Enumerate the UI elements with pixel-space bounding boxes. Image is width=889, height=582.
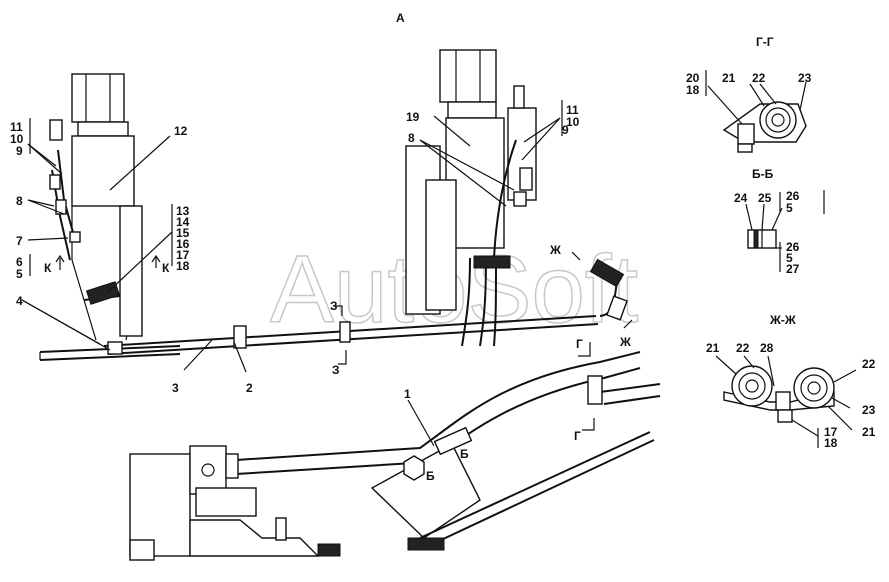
- callout-21-zhzh-right: 21: [862, 425, 876, 439]
- callout-18-gg: 18: [686, 83, 700, 97]
- callout-11-right: 11: [566, 103, 579, 117]
- callout-22-gg: 22: [752, 71, 766, 85]
- callout-26-bottom: 26: [786, 240, 800, 254]
- callout-24: 24: [734, 191, 748, 205]
- callout-18-left: 18: [176, 259, 190, 273]
- callout-26-top: 26: [786, 189, 800, 203]
- callout-17-left: 17: [176, 248, 190, 262]
- callout-3: 3: [172, 381, 179, 395]
- callout-5-bottom: 5: [786, 251, 793, 265]
- callout-23-gg: 23: [798, 71, 812, 85]
- right-cylinder-assembly: [405, 49, 537, 347]
- callout-22-zhzh-left: 22: [736, 341, 750, 355]
- base-and-rods: [39, 258, 628, 361]
- cut-mark-k-left: К: [44, 261, 52, 275]
- section-bb-title: Б-Б: [752, 167, 774, 181]
- cut-mark-z-bottom: З: [332, 363, 340, 377]
- leader-lines: [21, 100, 825, 447]
- callout-11-left: 11: [10, 120, 23, 134]
- cut-mark-g-bottom: Г: [574, 429, 581, 443]
- cut-mark-g-top: Г: [576, 337, 583, 351]
- callout-13: 13: [176, 204, 190, 218]
- callout-21-zhzh-left: 21: [706, 341, 720, 355]
- view-title: А: [396, 11, 405, 25]
- callout-25: 25: [758, 191, 772, 205]
- cut-mark-zh-top: Ж: [549, 243, 561, 257]
- callout-9-right: 9: [562, 123, 569, 137]
- callout-18-zhzh: 18: [824, 436, 838, 450]
- section-bb: Б-Б: [745, 167, 783, 272]
- callout-19: 19: [406, 110, 420, 124]
- callout-27: 27: [786, 262, 800, 276]
- callout-6: 6: [16, 255, 23, 269]
- callout-5-left: 5: [16, 267, 23, 281]
- lower-assembly: [129, 351, 661, 561]
- callout-10-left: 10: [10, 132, 24, 146]
- callout-23-zhzh: 23: [862, 403, 876, 417]
- cut-mark-b-left: Б: [426, 469, 435, 483]
- left-cylinder-assembly: [49, 73, 143, 341]
- callout-16: 16: [176, 237, 190, 251]
- callout-5-top: 5: [786, 201, 793, 215]
- section-gg: Г-Г: [705, 35, 807, 153]
- callout-4: 4: [16, 294, 23, 308]
- callout-28: 28: [760, 341, 774, 355]
- cut-marks: К К З З Ж Ж Г Г Б Б: [44, 243, 633, 483]
- callout-9-left: 9: [16, 144, 23, 158]
- callout-2: 2: [246, 381, 253, 395]
- callout-7: 7: [16, 234, 23, 248]
- cut-mark-zh-bottom: Ж: [619, 335, 631, 349]
- callout-12: 12: [174, 124, 188, 138]
- callout-21-gg: 21: [722, 71, 736, 85]
- callout-numbers: 11 10 9 8 7 6 5 4 3 2 12 13 14 15 16 17 …: [10, 71, 876, 450]
- cut-mark-k-right: К: [162, 261, 170, 275]
- section-zhzh: Ж-Ж: [715, 313, 857, 448]
- cut-mark-b-right: Б: [460, 447, 469, 461]
- callout-1: 1: [404, 387, 411, 401]
- callout-14: 14: [176, 215, 190, 229]
- callout-17-zhzh: 17: [824, 425, 838, 439]
- cut-mark-z-top: З: [330, 299, 338, 313]
- section-gg-title: Г-Г: [756, 35, 774, 49]
- callout-10-right: 10: [566, 115, 580, 129]
- callout-15: 15: [176, 226, 190, 240]
- callout-8-left: 8: [16, 194, 23, 208]
- callout-8-right: 8: [408, 131, 415, 145]
- callout-22-zhzh-right: 22: [862, 357, 876, 371]
- section-zhzh-title: Ж-Ж: [769, 313, 796, 327]
- callout-20-gg: 20: [686, 71, 700, 85]
